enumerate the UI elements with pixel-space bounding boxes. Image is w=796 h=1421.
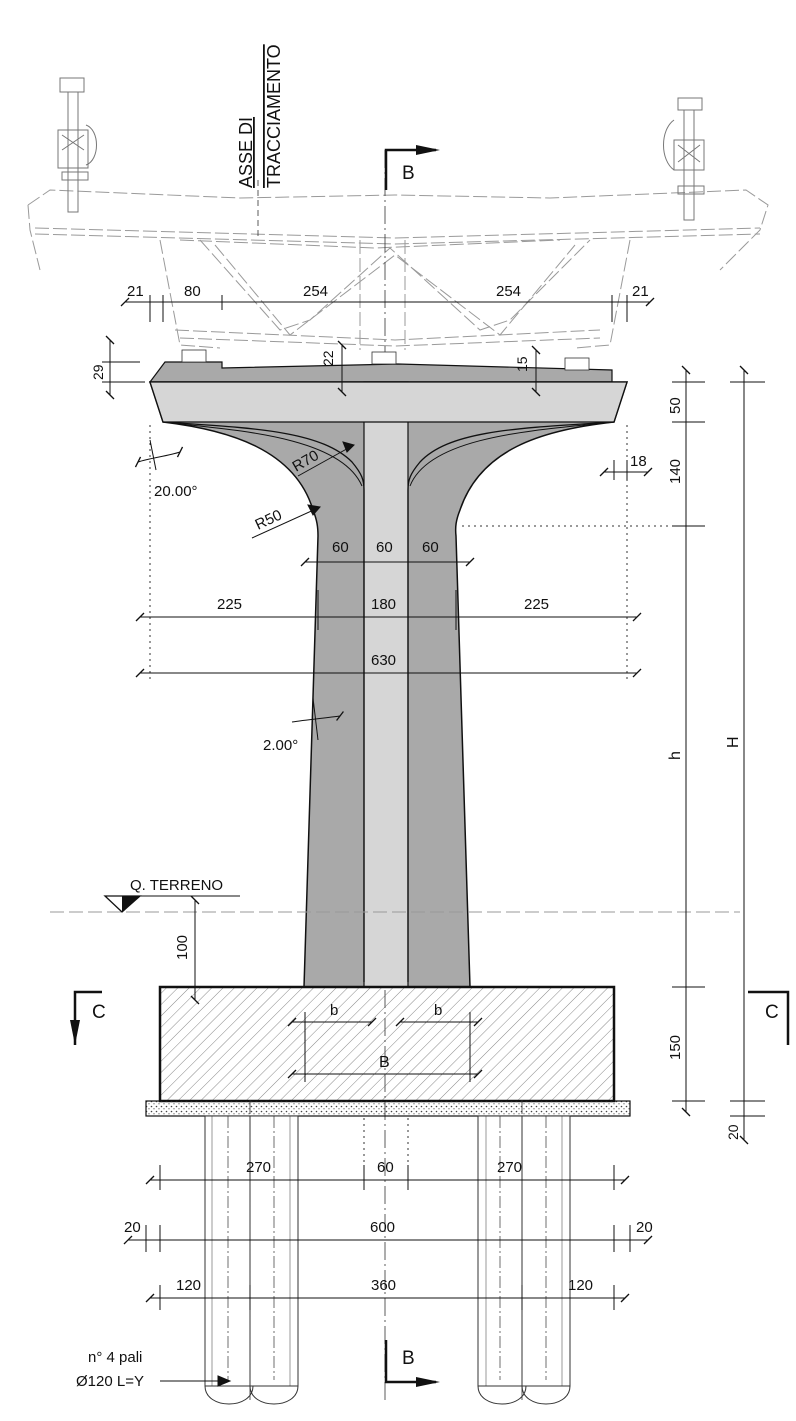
dim-shaft-wall-left: 60 <box>332 539 349 556</box>
dim-shaft-width: 180 <box>371 596 396 613</box>
dim-plinth-mid: 22 <box>320 350 336 366</box>
section-label-b-bottom: B <box>402 1348 415 1369</box>
dim-piles-edge-left: 20 <box>124 1219 141 1236</box>
section-marker-c-left <box>70 990 102 1045</box>
dim-piles-spacing: 360 <box>371 1277 396 1294</box>
dim-height-cap-top: 50 <box>667 397 684 414</box>
ground-level-label: Q. TERRENO <box>130 877 223 894</box>
dim-shaft-core: 60 <box>376 539 393 556</box>
right-parapet <box>663 97 705 221</box>
ground-level-symbol <box>103 895 240 913</box>
section-marker-b-top <box>384 145 440 190</box>
axis-title-line2: TRACCIAMENTO <box>264 44 284 188</box>
dim-deck-right-edge: 21 <box>632 283 649 300</box>
section-label-b-top: B <box>402 163 415 184</box>
bearing-right <box>564 357 590 371</box>
dim-piles-span-left: 270 <box>246 1159 271 1176</box>
section-marker-c-right <box>748 990 790 1045</box>
dim-footing-b-right: b <box>434 1002 442 1019</box>
cap-fillets <box>162 421 615 982</box>
dim-footing-B: B <box>379 1054 390 1071</box>
dim-plinth-left: 29 <box>90 364 106 380</box>
dim-deck-left-span: 254 <box>303 283 328 300</box>
dim-deck-left-bay: 80 <box>184 283 201 300</box>
dim-footing-b-left: b <box>330 1002 338 1019</box>
dim-piles-end-right: 120 <box>568 1277 593 1294</box>
dim-height-blinding: 20 <box>725 1124 741 1140</box>
dim-radius-r50 <box>251 507 319 539</box>
dim-plinth-right: 15 <box>514 356 530 372</box>
dim-piles-span-right: 270 <box>497 1159 522 1176</box>
pile-note-count: n° 4 pali <box>88 1349 142 1366</box>
dim-cap-radius-outer: R50 <box>253 507 285 534</box>
section-label-c-left: C <box>92 1002 106 1023</box>
bearing-center <box>371 351 397 365</box>
dim-radius-r70 <box>297 445 353 477</box>
dim-cap-width: 630 <box>371 652 396 669</box>
dim-shaft-batter: 2.00° <box>263 737 298 754</box>
dim-deck-right-span: 254 <box>496 283 521 300</box>
bearing-plinth <box>148 361 613 383</box>
dim-cap-chamfer: 18 <box>630 453 647 470</box>
blinding-layer <box>145 1100 631 1117</box>
pile-left-pair <box>204 1115 299 1405</box>
deck-superstructure <box>27 189 769 350</box>
cap-inner-fillet <box>162 421 615 487</box>
pile-note-diameter: Ø120 L=Y <box>76 1373 144 1390</box>
hollow-core <box>363 381 409 988</box>
dim-piles-footing-width: 600 <box>370 1219 395 1236</box>
dim-piles-span-mid: 60 <box>377 1159 394 1176</box>
dim-height-cap-taper: 140 <box>667 459 684 484</box>
axis-title: ASSE DI TRACCIAMENTO <box>236 44 284 188</box>
dim-piles-end-left: 120 <box>176 1277 201 1294</box>
dim-height-embedment: 100 <box>174 935 191 960</box>
dim-height-shaft: h <box>667 751 684 760</box>
dim-deck-left-edge: 21 <box>127 283 144 300</box>
dim-angle-cap <box>134 446 184 468</box>
left-parapet <box>57 77 97 213</box>
footing <box>158 985 616 1103</box>
section-marker-b-bottom <box>384 1340 440 1387</box>
axis-title-line1: ASSE DI <box>236 117 256 188</box>
section-label-c-right: C <box>765 1002 779 1023</box>
dim-shaft-wall-right: 60 <box>422 539 439 556</box>
dim-cap-angle: 20.00° <box>154 483 198 500</box>
dim-piles-edge-right: 20 <box>636 1219 653 1236</box>
dim-shaft-side-right: 225 <box>524 596 549 613</box>
dim-height-footing: 150 <box>667 1035 684 1060</box>
bearing-left <box>181 349 207 363</box>
dim-shaft-side-left: 225 <box>217 596 242 613</box>
cap-top-band <box>149 381 628 423</box>
pile-right-pair <box>477 1115 571 1405</box>
dim-height-total: H <box>725 736 742 748</box>
